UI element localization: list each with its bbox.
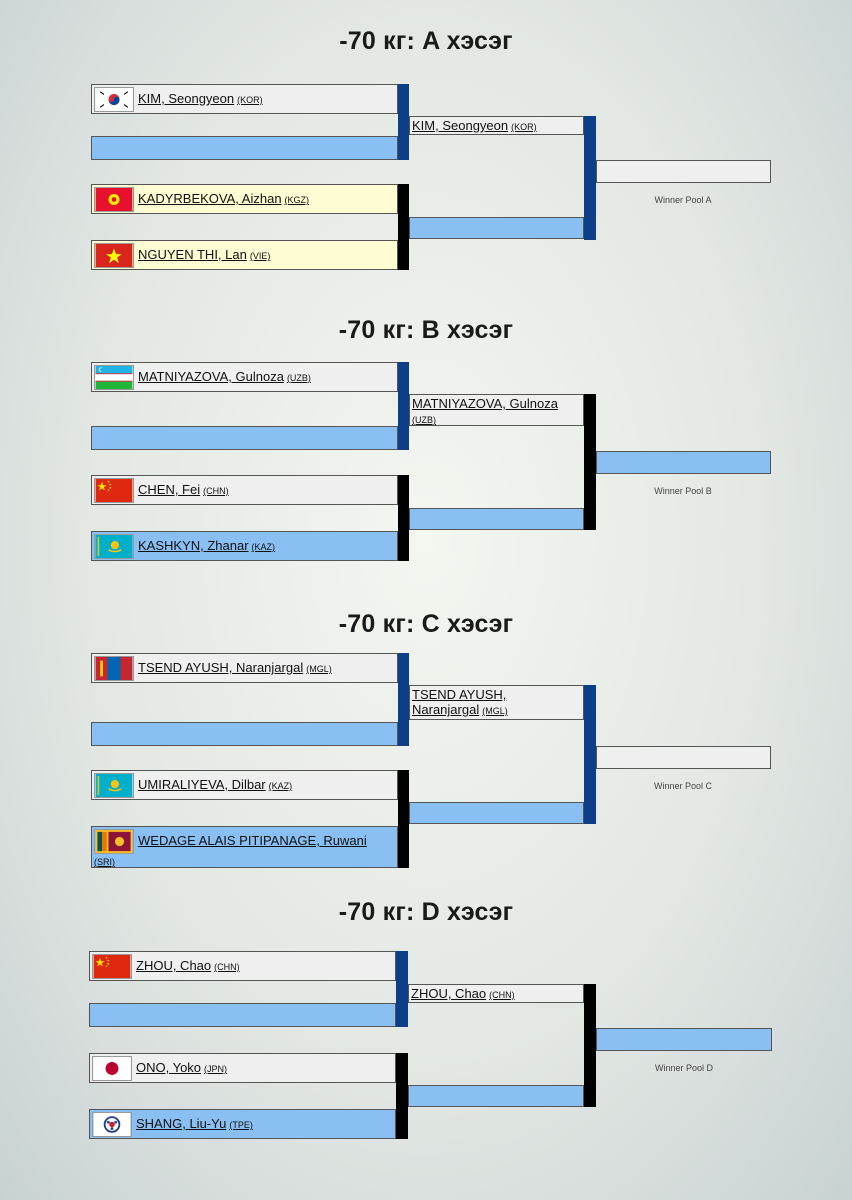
pool-d-slot-2-empty[interactable]: [89, 1003, 396, 1027]
pool-c-slot-3[interactable]: UMIRALIYEVA, Dilbar(KAZ): [91, 770, 398, 800]
athlete-name[interactable]: KASHKYN, Zhanar: [138, 538, 249, 553]
athlete-name[interactable]: TSEND AYUSH, Naranjargal: [412, 687, 507, 717]
country-code[interactable]: (KAZ): [251, 542, 276, 552]
country-code[interactable]: (UZB): [286, 373, 311, 383]
athlete-name[interactable]: MATNIYAZOVA, Gulnoza: [138, 369, 284, 384]
pool-a-round2-bottom-empty[interactable]: [409, 217, 584, 239]
athlete-name[interactable]: UMIRALIYEVA, Dilbar: [138, 777, 266, 792]
pool-c-title: -70 кг: C хэсэг: [338, 610, 514, 638]
country-code[interactable]: (CHN): [203, 486, 229, 496]
country-code[interactable]: (MGL): [482, 706, 508, 716]
chn-flag-icon: [94, 478, 134, 503]
pool-b-winner-label: Winner Pool B: [654, 486, 712, 496]
pool-d-winner-slot[interactable]: [596, 1028, 772, 1051]
athlete-name[interactable]: KADYRBEKOVA, Aizhan: [138, 191, 282, 206]
pool-b-slot-3[interactable]: CHEN, Fei(CHN): [91, 475, 398, 505]
country-code[interactable]: (VIE): [249, 251, 271, 261]
kaz-flag-icon: [94, 534, 134, 559]
uzb-flag-icon: [94, 365, 134, 390]
pool-c-bracket-2: [398, 770, 409, 868]
pool-a-title: -70 кг: A хэсэг: [339, 27, 513, 55]
pool-b-round2-bottom-empty[interactable]: [409, 508, 584, 530]
pool-c-winner-slot[interactable]: [596, 746, 771, 769]
pool-d-slot-1[interactable]: ZHOU, Chao(CHN): [89, 951, 396, 981]
chn-flag-icon: [92, 954, 132, 979]
kgz-flag-icon: [94, 187, 134, 212]
pool-b-round2-top[interactable]: MATNIYAZOVA, Gulnoza (UZB): [409, 394, 584, 426]
pool-c-bracket-1: [398, 653, 409, 746]
pool-d-bracket-1: [396, 951, 408, 1027]
country-code[interactable]: (MGL): [306, 664, 332, 674]
pool-a-slot-1[interactable]: KIM, Seongyeon(KOR): [91, 84, 398, 114]
pool-b-slot-2-empty[interactable]: [91, 426, 398, 450]
pool-a-bracket-2: [398, 184, 409, 270]
pool-b-slot-4[interactable]: KASHKYN, Zhanar(KAZ): [91, 531, 398, 561]
pool-d-slot-4[interactable]: SHANG, Liu-Yu(TPE): [89, 1109, 396, 1139]
kaz-flag-icon: [94, 773, 134, 798]
pool-c-bracket-final: [584, 685, 596, 824]
pool-b-bracket-1: [398, 362, 409, 450]
pool-b-bracket-2: [398, 475, 409, 561]
country-code[interactable]: (SRI): [94, 857, 115, 867]
country-code[interactable]: (TPE): [229, 1120, 253, 1130]
athlete-name[interactable]: ZHOU, Chao: [136, 958, 212, 973]
country-code[interactable]: (JPN): [204, 1064, 228, 1074]
athlete-name[interactable]: TSEND AYUSH, Naranjargal: [138, 660, 304, 675]
athlete-name[interactable]: ZHOU, Chao: [411, 986, 487, 1001]
pool-a-round2-top[interactable]: KIM, Seongyeon(KOR): [409, 116, 584, 135]
country-code[interactable]: (UZB): [412, 415, 436, 425]
pool-b-title: -70 кг: B хэсэг: [338, 316, 514, 344]
athlete-name[interactable]: CHEN, Fei: [138, 482, 201, 497]
athlete-name[interactable]: MATNIYAZOVA, Gulnoza: [412, 396, 558, 411]
pool-c-round2-top[interactable]: TSEND AYUSH, Naranjargal(MGL): [409, 685, 584, 720]
vie-flag-icon: [94, 243, 134, 268]
country-code[interactable]: (KGZ): [284, 195, 310, 205]
pool-a-bracket-final: [584, 116, 596, 240]
pool-d-winner-label: Winner Pool D: [654, 1063, 714, 1073]
pool-a-winner-slot[interactable]: [596, 160, 771, 183]
jpn-flag-icon: [92, 1056, 132, 1081]
sri-flag-icon: [94, 829, 134, 854]
country-code[interactable]: (CHN): [214, 962, 240, 972]
country-code[interactable]: (KOR): [237, 95, 263, 105]
kor-flag-icon: [94, 87, 134, 112]
pool-d-bracket-final: [584, 984, 596, 1107]
pool-a-winner-label: Winner Pool A: [654, 195, 712, 205]
tpe-flag-icon: [92, 1112, 132, 1137]
pool-a-slot-3[interactable]: KADYRBEKOVA, Aizhan(KGZ): [91, 184, 398, 214]
pool-b-winner-slot[interactable]: [596, 451, 771, 474]
pool-d-round2-bottom-empty[interactable]: [408, 1085, 584, 1107]
pool-d-round2-top[interactable]: ZHOU, Chao(CHN): [408, 984, 584, 1003]
pool-d-title: -70 кг: D хэсэг: [338, 898, 514, 926]
pool-a-bracket-1: [398, 84, 409, 160]
athlete-name[interactable]: ONO, Yoko: [136, 1060, 202, 1075]
athlete-name[interactable]: KIM, Seongyeon: [412, 118, 509, 133]
pool-b-bracket-final: [584, 394, 596, 530]
pool-a-slot-4[interactable]: NGUYEN THI, Lan(VIE): [91, 240, 398, 270]
pool-c-round2-bottom-empty[interactable]: [409, 802, 584, 824]
pool-a-slot-2-empty[interactable]: [91, 136, 398, 160]
pool-b-slot-1[interactable]: MATNIYAZOVA, Gulnoza(UZB): [91, 362, 398, 392]
pool-d-bracket-2: [396, 1053, 408, 1139]
country-code[interactable]: (KAZ): [268, 781, 293, 791]
athlete-name[interactable]: WEDAGE ALAIS PITIPANAGE, Ruwani: [138, 833, 367, 848]
pool-c-slot-2-empty[interactable]: [91, 722, 398, 746]
pool-c-winner-label: Winner Pool C: [653, 781, 713, 791]
country-code[interactable]: (CHN): [489, 990, 515, 1000]
pool-c-slot-4[interactable]: WEDAGE ALAIS PITIPANAGE, Ruwani (SRI): [91, 826, 398, 868]
athlete-name[interactable]: NGUYEN THI, Lan: [138, 247, 247, 262]
pool-c-slot-1[interactable]: TSEND AYUSH, Naranjargal(MGL): [91, 653, 398, 683]
athlete-name[interactable]: SHANG, Liu-Yu: [136, 1116, 227, 1131]
country-code[interactable]: (KOR): [511, 122, 537, 132]
mgl-flag-icon: [94, 656, 134, 681]
athlete-name[interactable]: KIM, Seongyeon: [138, 91, 235, 106]
pool-d-slot-3[interactable]: ONO, Yoko(JPN): [89, 1053, 396, 1083]
